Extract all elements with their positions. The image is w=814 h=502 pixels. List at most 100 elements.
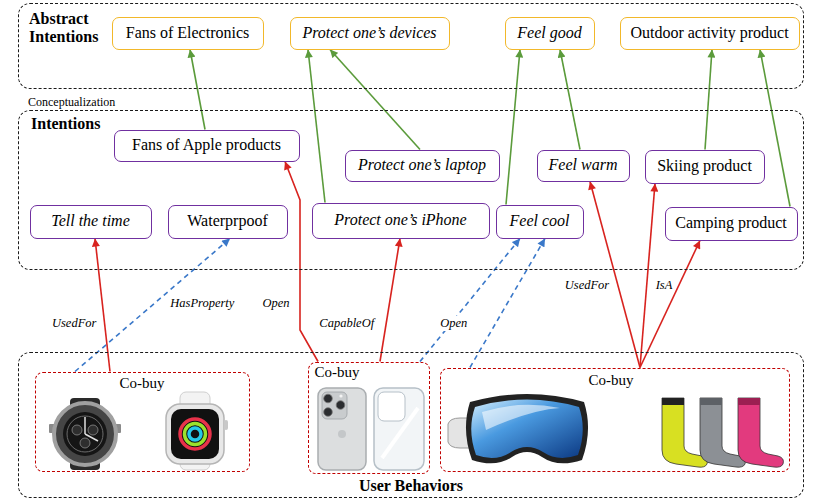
box-label: Feel cool [510,212,570,230]
iphone [318,388,366,470]
box-label: Feel warm [549,156,618,174]
relation-label: IsA [654,278,675,293]
intention-box: Feel warm [537,150,630,182]
clear-case [374,388,424,470]
relation-arrow [470,239,545,368]
gshock-watch [80,438,90,448]
band-region: Abstract Intentions Fans of Electronics Pr… [18,3,804,89]
relation-label-holder: Open [260,293,291,311]
apple-watch [185,424,206,445]
relation-label: UsedFor [563,278,611,293]
iphone [318,388,366,470]
relation-arrow [590,182,640,368]
box-label: Protect one’s devices [302,24,436,42]
relation-arrow [308,50,325,203]
relation-label-holder: UsedFor [563,275,611,293]
abstract-intention-box: Protect one’s devices [290,17,450,50]
group-label: Co-buy [315,364,360,381]
box-label: Tell the time [51,212,130,230]
gshock-watch [54,403,116,465]
ski-socks [738,398,783,467]
box-label: Skiing product [657,157,752,175]
iphone [324,394,333,403]
cobuy-group: Co-buy [35,372,250,472]
apple-watch [166,404,224,464]
group-label: Co-buy [120,375,165,392]
relation-arrow [380,239,400,362]
intention-box: Tell the time [30,205,152,239]
box-label: Protect one’s iPhone [334,211,466,229]
abstract-intention-box: Outdoor activity product [620,17,800,50]
abstract-intention-box: Feel good [505,17,595,50]
relation-label-holder: IsA [654,275,675,293]
relation-label: HasProperty [168,296,236,311]
intention-box: Protect one’s iPhone [312,203,490,239]
iphone [336,401,345,410]
band-heading: Abstract Intentions [29,10,113,47]
relation-arrow [760,50,790,207]
intention-box: Waterprpoof [168,205,288,239]
cobuy-group: Co-buy [440,368,790,472]
relation-label-holder: HasProperty [168,293,236,311]
iphone [322,392,347,419]
ski-socks [662,398,684,405]
ski-goggles [448,394,588,463]
relation-arrow [705,50,712,150]
gshock-watch [49,398,121,470]
band-heading: User Behaviors [359,477,463,495]
band-region: IntentionsFans of Apple productsProtect … [18,110,804,270]
box-label: Fans of Electronics [126,24,250,42]
gshock-watch [85,434,98,441]
relation-arrow [560,50,580,150]
intention-box: Protect one’s laptop [345,150,500,182]
group-label: Co-buy [589,372,634,389]
intention-box: Feel cool [496,205,584,239]
iphone [339,394,342,397]
relation-arrow [506,50,520,205]
iphone [324,408,333,417]
clear-case [374,388,424,470]
box-label: Camping product [675,214,787,232]
intention-box: Fans of Apple products [114,130,300,162]
box-label: Feel good [517,24,581,42]
gshock-watch [84,417,86,434]
relation-arrow [640,241,700,368]
box-label: Fans of Apple products [132,136,281,154]
relation-label-holder: UsedFor [50,313,98,331]
apple-watch [180,419,210,449]
band-heading: Intentions [31,115,100,133]
relation-label: Open [260,296,291,311]
ski-socks [662,398,783,467]
box-label: Waterprpoof [187,212,267,230]
apple-watch [189,428,201,440]
relation-arrow [285,162,318,362]
box-label: Outdoor activity product [630,24,788,42]
relation-arrow [420,239,520,362]
clear-case [382,408,418,458]
side-note: Conceptualization [28,95,115,109]
apple-watch [224,420,228,430]
gshock-watch [67,416,103,452]
box-label: Protect one’s laptop [358,156,486,174]
gshock-watch [88,425,98,435]
ski-socks [738,398,760,405]
ski-goggles [471,400,583,458]
abstract-intention-box: Fans of Electronics [112,17,264,50]
relation-label-holder: Open [438,313,469,331]
iphone [338,430,346,438]
ski-socks [700,398,722,405]
gshock-watch [72,425,82,435]
ski-goggles [466,394,588,463]
relation-arrow [330,50,420,150]
cobuy-group: Co-buy [308,362,430,474]
intention-box: Skiing product [645,150,765,184]
relation-label: CapableOf [317,316,376,331]
apple-watch [171,409,219,459]
relation-label: UsedFor [50,316,98,331]
band-region: User BehaviorsCo-buyCo-buyCo-buy [18,352,804,498]
